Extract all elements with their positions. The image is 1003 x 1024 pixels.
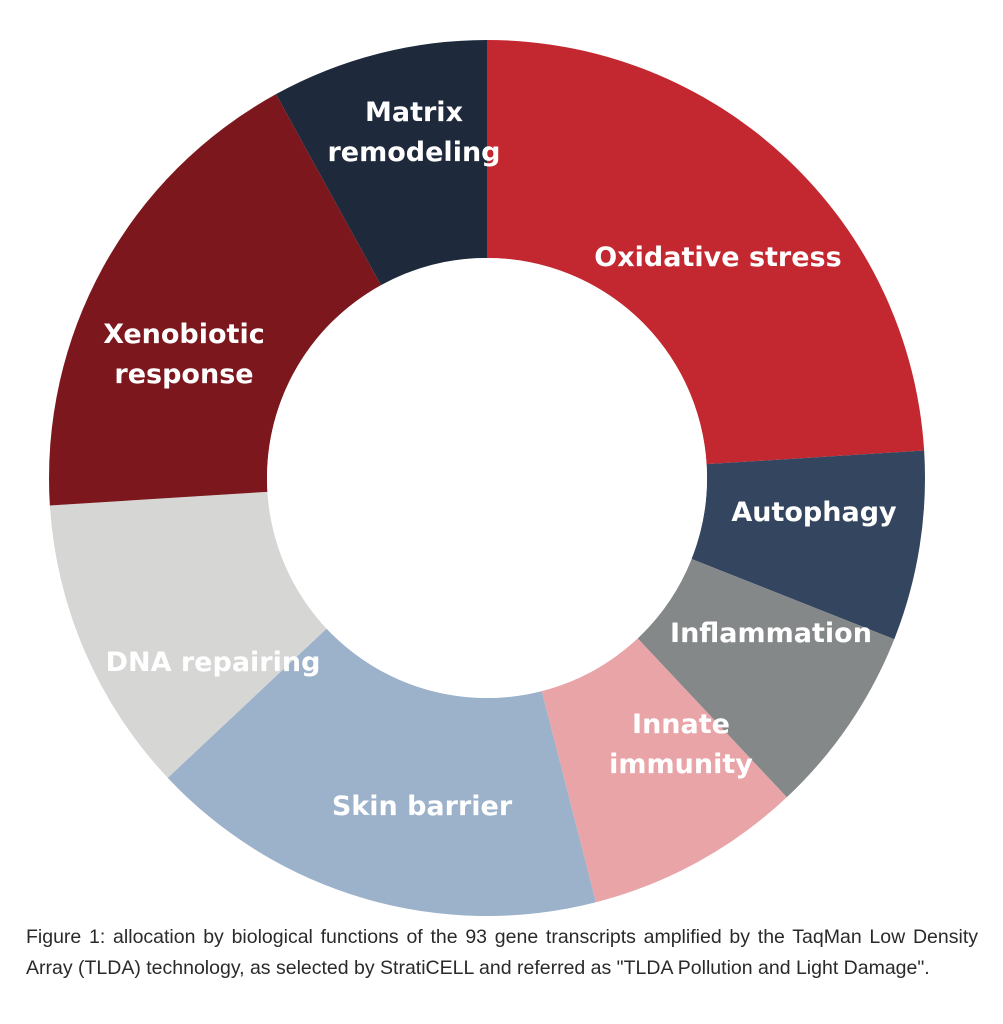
slice-label-skin-barrier: Skin barrier bbox=[332, 791, 513, 822]
donut-slices bbox=[48, 40, 925, 916]
slice-autophagy bbox=[691, 450, 925, 640]
slice-label-dna-repairing: DNA repairing bbox=[106, 647, 321, 678]
slice-xenobiotic-response bbox=[48, 94, 382, 506]
slice-oxidative-stress bbox=[487, 40, 925, 465]
donut-hole bbox=[267, 258, 707, 698]
slice-label-autophagy: Autophagy bbox=[731, 497, 897, 528]
slice-inflammation bbox=[637, 558, 895, 798]
figure-caption: Figure 1: allocation by biological funct… bbox=[26, 926, 978, 979]
slice-label-inflammation: Inflammation bbox=[670, 618, 872, 649]
slice-label-oxidative-stress: Oxidative stress bbox=[594, 242, 841, 273]
slice-labels: Oxidative stressAutophagyInflammationInn… bbox=[103, 97, 897, 822]
slice-dna-repairing bbox=[49, 491, 327, 778]
slice-matrix-remodeling bbox=[275, 40, 487, 286]
donut-chart: Oxidative stressAutophagyInflammationInn… bbox=[48, 40, 925, 916]
slice-skin-barrier bbox=[167, 628, 596, 916]
slice-innate-immunity bbox=[541, 638, 787, 903]
